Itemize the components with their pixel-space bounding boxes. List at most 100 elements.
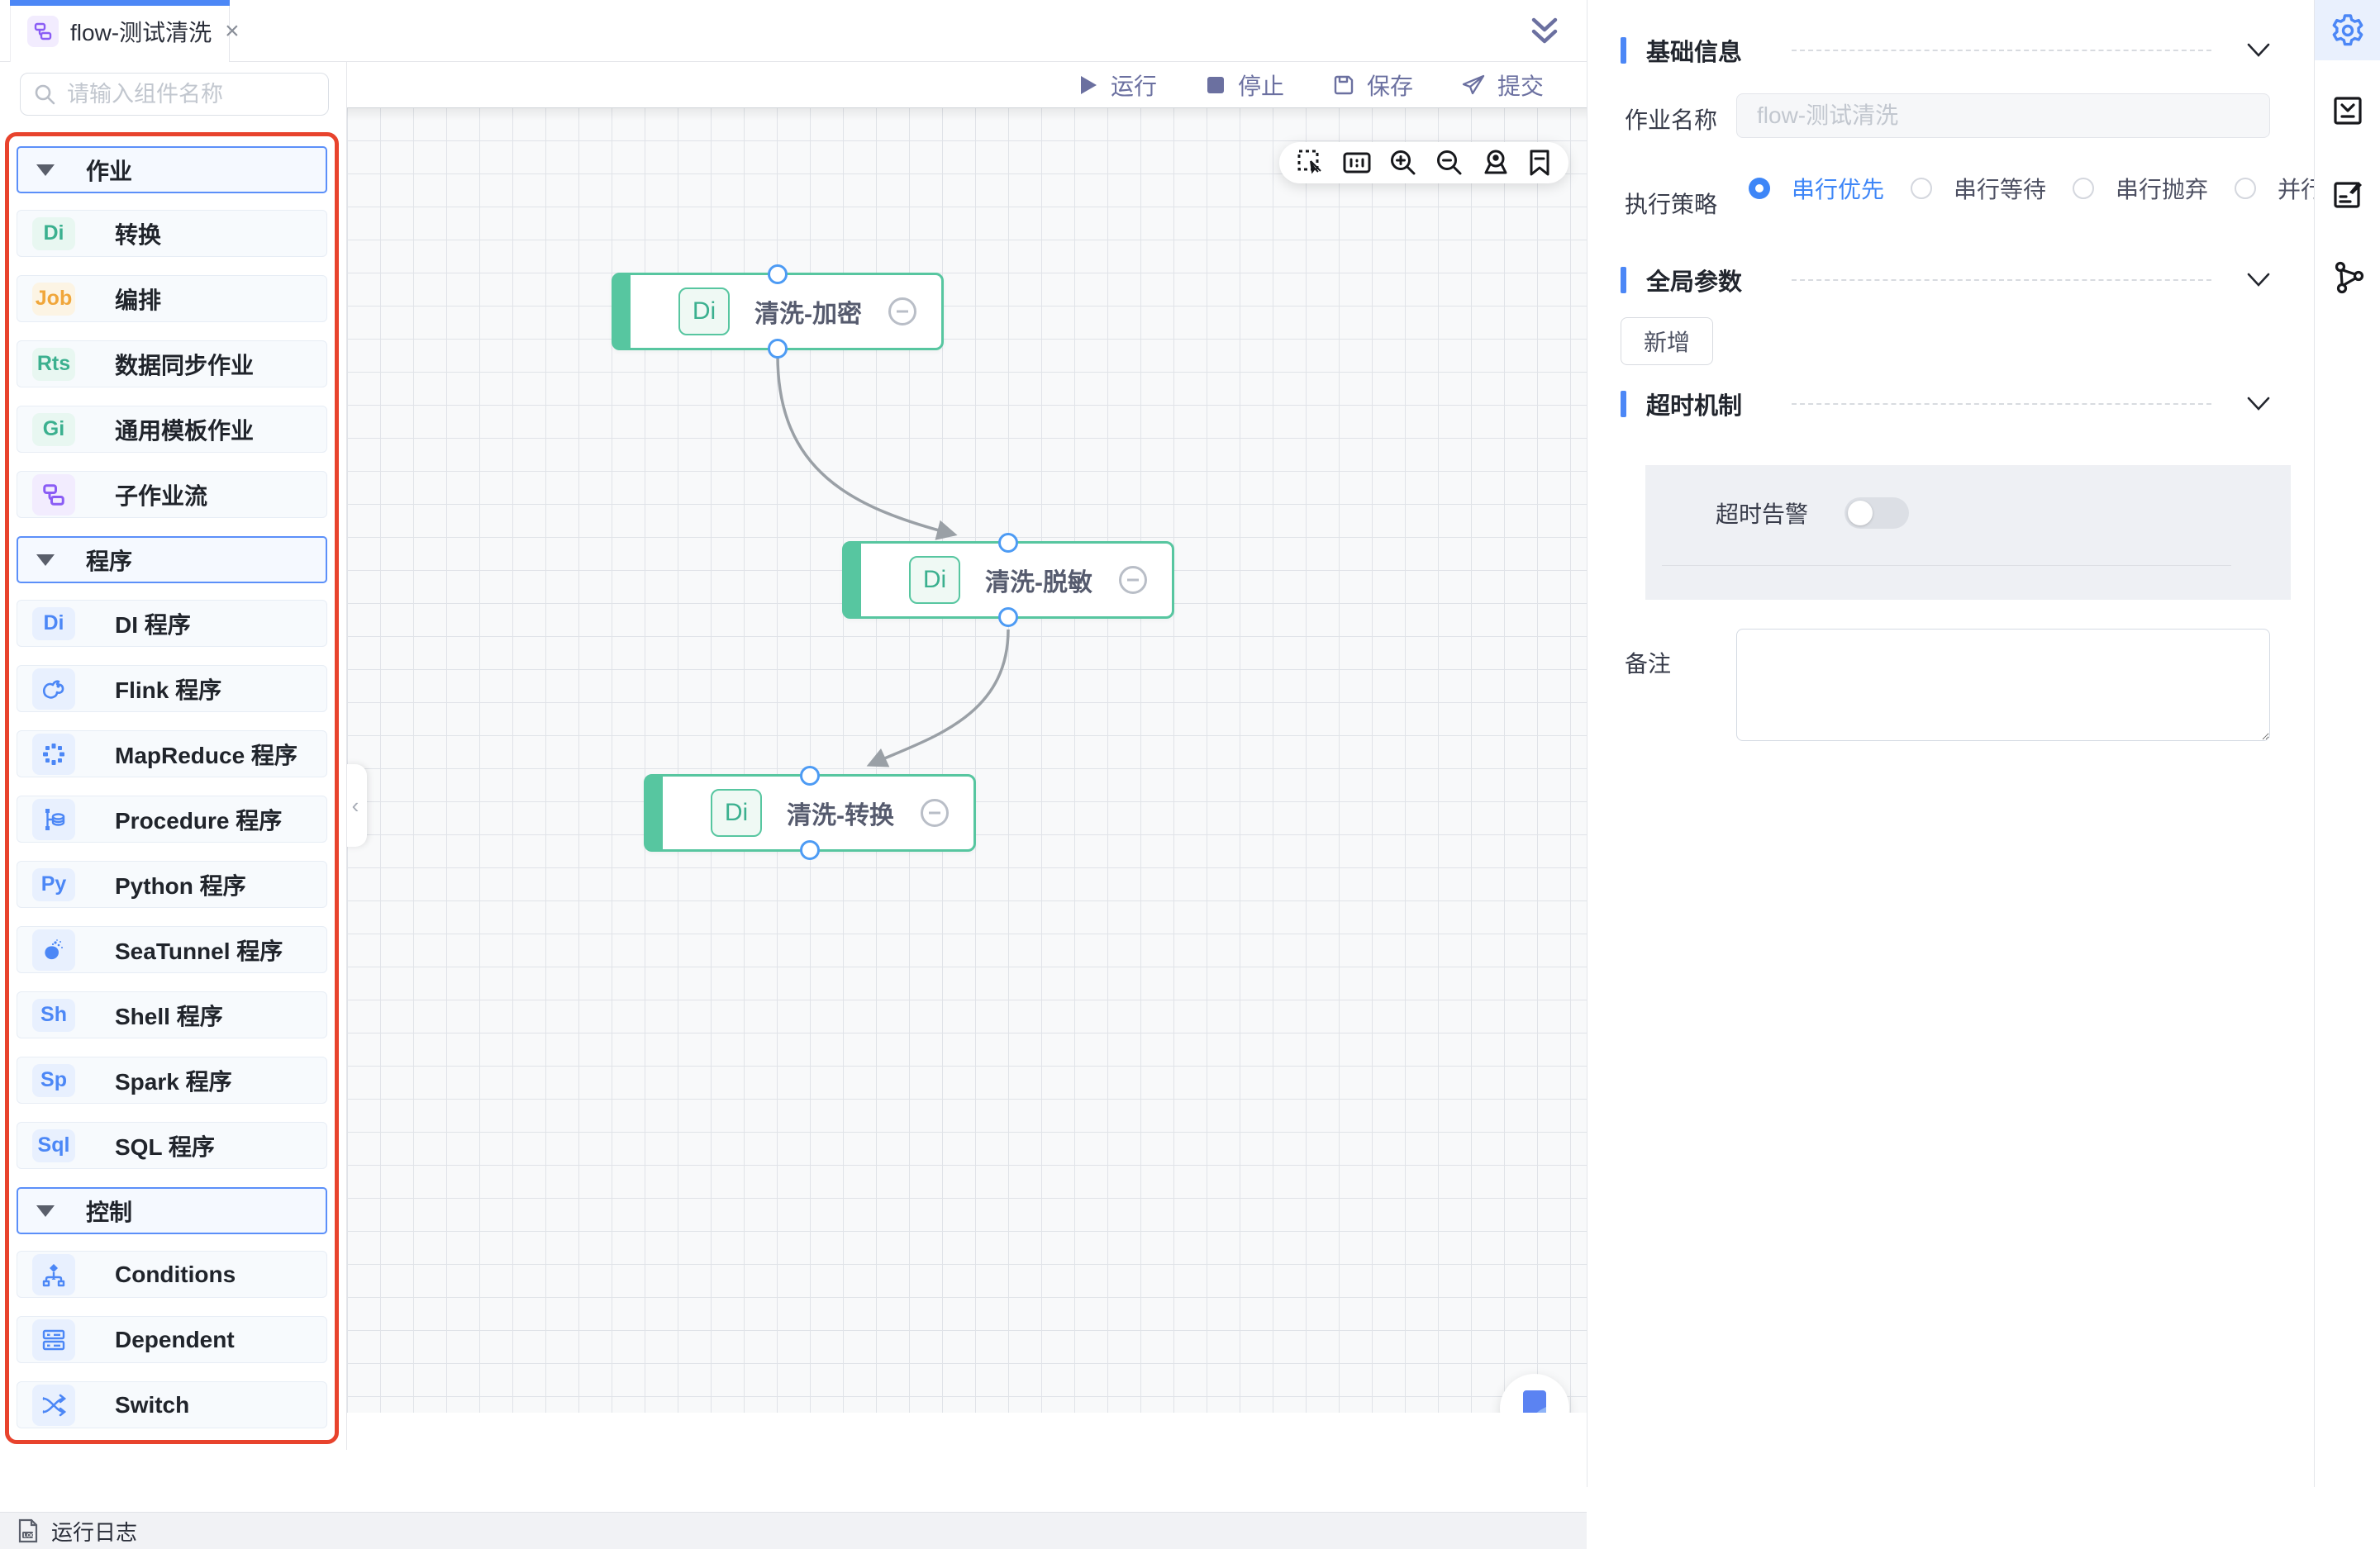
tab-flow[interactable]: flow-测试清洗 × (10, 0, 240, 62)
palette-item[interactable]: 子作业流 (17, 471, 327, 518)
toolbar-button-label: 提交 (1497, 73, 1544, 99)
section-collapse-arrow-icon (36, 554, 55, 566)
node-output-port[interactable] (768, 339, 788, 359)
palette-item[interactable]: Procedure 程序 (17, 796, 327, 843)
di-badge: Di (678, 287, 730, 335)
task-inbox-icon[interactable] (2315, 80, 2380, 140)
palette-section-header[interactable]: 程序 (17, 536, 327, 583)
component-badge: Sp (32, 1063, 75, 1097)
section-collapse-arrow-icon (36, 164, 55, 176)
strategy-label: 执行策略 (1625, 192, 1718, 217)
palette-item-label: Spark 程序 (115, 1068, 232, 1095)
palette-item-label: Switch (115, 1391, 190, 1418)
radio-icon[interactable] (2073, 178, 2095, 199)
palette-item[interactable]: Dependent (17, 1316, 327, 1363)
remark-textarea[interactable] (1736, 629, 2270, 741)
flow-node-encrypt[interactable]: Di 清洗-加密 (612, 264, 944, 359)
settings-gear-icon[interactable] (2315, 0, 2380, 60)
locate-icon[interactable] (1481, 148, 1511, 178)
switch-icon (32, 1384, 75, 1426)
strategy-radio-option[interactable]: 串行优先 (1749, 172, 1884, 205)
palette-item[interactable]: Job 编排 (17, 275, 327, 322)
palette-item-label: 转换 (115, 221, 162, 248)
sidebar-collapse-handle[interactable]: ‹ (347, 764, 367, 847)
strategy-radio-option[interactable]: 串行等待 (1911, 172, 2046, 205)
palette-item-label: 编排 (115, 287, 162, 313)
component-sidebar: 作业 Di 转换 (0, 62, 347, 1450)
palette-item[interactable]: MapReduce 程序 (17, 730, 327, 777)
toolbar-button[interactable]: 运行 (1078, 69, 1157, 102)
component-badge: Di (32, 216, 75, 250)
toolbar-button[interactable]: 保存 (1332, 69, 1413, 102)
palette-item[interactable]: Py Python 程序 (17, 861, 327, 908)
palette-item[interactable]: SeaTunnel 程序 (17, 926, 327, 973)
palette-item[interactable]: Rts 数据同步作业 (17, 340, 327, 387)
section-global-params: 全局参数 (1621, 263, 2273, 297)
bookmark-view-icon[interactable] (1527, 148, 1552, 178)
edit-note-icon[interactable] (2315, 164, 2380, 224)
toolbar-button[interactable]: 停止 (1205, 69, 1284, 102)
palette-item-label: Dependent (115, 1326, 235, 1352)
one-to-one-icon[interactable] (1342, 148, 1372, 178)
node-output-port[interactable] (998, 607, 1018, 627)
node-disable-icon[interactable] (887, 296, 918, 327)
component-badge: Py (32, 867, 75, 901)
node-input-port[interactable] (768, 264, 788, 284)
palette-item[interactable]: Sql SQL 程序 (17, 1122, 327, 1169)
stop-icon (1205, 74, 1226, 96)
canvas-action-toolbar: 运行 停止 (347, 62, 1587, 107)
palette-item[interactable]: Gi 通用模板作业 (17, 406, 327, 453)
chevron-down-icon[interactable] (2244, 41, 2273, 59)
node-disable-icon[interactable] (919, 797, 950, 829)
run-log-label[interactable]: 运行日志 (51, 1519, 138, 1545)
zoom-in-icon[interactable] (1388, 148, 1418, 178)
palette-item[interactable]: Di DI 程序 (17, 600, 327, 647)
radio-icon[interactable] (1749, 178, 1770, 199)
radio-icon[interactable] (1911, 178, 1933, 199)
toolbar-button[interactable]: 提交 (1461, 69, 1544, 102)
lineage-graph-icon[interactable] (2315, 247, 2380, 307)
radio-icon[interactable] (2235, 178, 2257, 199)
job-name-input[interactable] (1736, 93, 2270, 138)
palette-item[interactable]: Sp Spark 程序 (17, 1057, 327, 1104)
palette-item[interactable]: Sh Shell 程序 (17, 991, 327, 1038)
node-input-port[interactable] (800, 766, 820, 786)
tab-close-icon[interactable]: × (225, 17, 240, 45)
palette-item-label: 数据同步作业 (115, 352, 255, 378)
palette-item[interactable]: Switch (17, 1381, 327, 1428)
marquee-select-icon[interactable] (1296, 148, 1326, 178)
node-output-port[interactable] (800, 840, 820, 860)
strategy-radio-option[interactable]: 并行 (2235, 172, 2324, 205)
timeout-settings-panel: 超时告警 (1645, 465, 2291, 600)
node-disable-icon[interactable] (1117, 564, 1149, 596)
flow-node-transform[interactable]: Di 清洗-转换 (644, 766, 976, 860)
chevron-down-icon[interactable] (2244, 271, 2273, 289)
properties-panel: 基础信息 作业名称 执行策略 串行优先 串行等待 (1587, 0, 2324, 1487)
conditions-icon (32, 1253, 75, 1295)
toolbar-button-label: 运行 (1110, 73, 1157, 99)
node-input-port[interactable] (998, 533, 1018, 553)
tab-title: flow-测试清洗 (70, 19, 212, 45)
toolbar-button-label: 保存 (1366, 73, 1413, 99)
palette-section-header[interactable]: 作业 (17, 146, 327, 193)
component-badge: Sql (32, 1128, 75, 1162)
palette-item[interactable]: Di 转换 (17, 210, 327, 257)
timeout-alarm-toggle[interactable] (1844, 497, 1910, 529)
flow-canvas[interactable]: Di 清洗-加密 Di 清洗-脱敏 (347, 107, 1587, 1413)
palette-section-header[interactable]: 控制 (17, 1187, 327, 1234)
save-icon (1332, 74, 1355, 97)
collapse-toolbar-icon[interactable] (1526, 10, 1564, 51)
strategy-radio-option[interactable]: 串行抛弃 (2073, 172, 2208, 205)
search-input[interactable] (20, 73, 329, 116)
flow-node-mask[interactable]: Di 清洗-脱敏 (842, 533, 1174, 627)
run-log-icon: LOG (15, 1518, 41, 1544)
chevron-down-icon[interactable] (2244, 395, 2273, 413)
palette-item-label: Conditions (115, 1261, 236, 1287)
node-label: 清洗-脱敏 (985, 569, 1092, 596)
palette-item[interactable]: Flink 程序 (17, 665, 327, 712)
palette-item[interactable]: Conditions (17, 1251, 327, 1298)
zoom-out-icon[interactable] (1435, 148, 1464, 178)
remark-label: 备注 (1625, 651, 1672, 677)
add-param-button[interactable]: 新增 (1621, 317, 1713, 365)
